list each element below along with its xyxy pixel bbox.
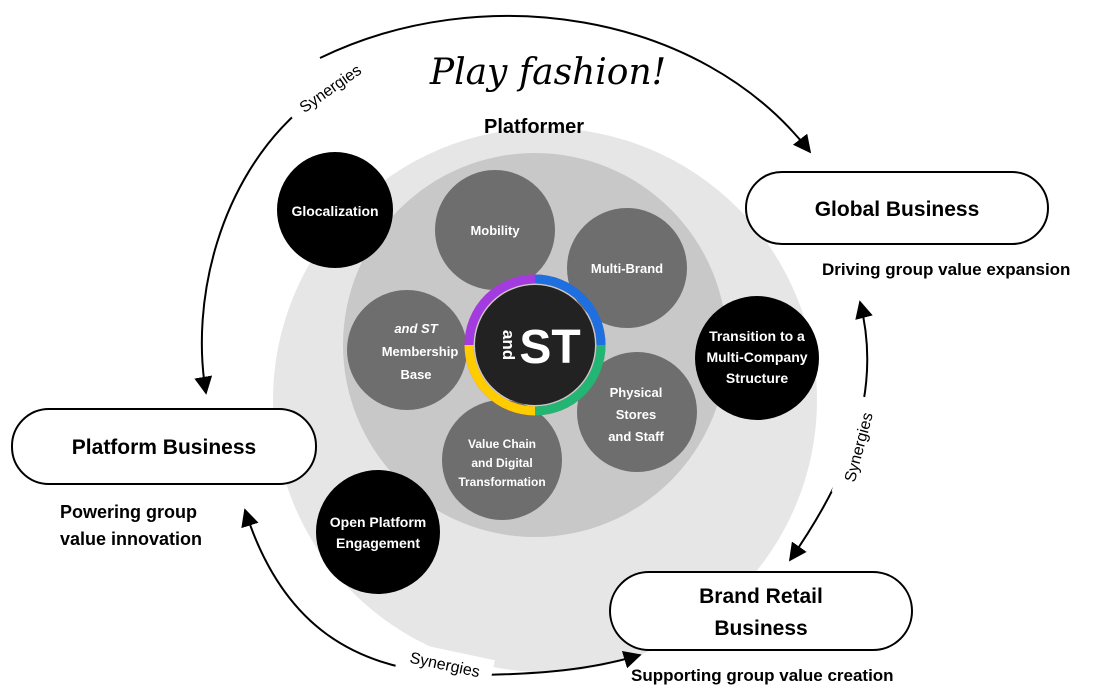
synergy-arrow-left [194,109,301,395]
platform-business-caption-line2: value innovation [60,529,202,549]
svg-text:Mobility: Mobility [470,223,520,238]
multi-brand-circle: Multi-Brand [567,208,687,328]
svg-text:Value Chain: Value Chain [468,437,536,451]
svg-text:Global Business: Global Business [815,198,980,221]
brand-retail-box: Brand Retail Business [609,571,913,651]
global-business-box: Global Business [745,171,1049,245]
transition-circle: Transition to a Multi-Company Structure [695,296,819,420]
synergy-arrow-bottom-right [477,651,642,676]
membership-circle: and ST Membership Base [347,290,467,410]
platformer-label: Platformer [484,116,584,138]
svg-text:Multi-Company: Multi-Company [706,349,807,365]
platform-business-box: Platform Business [11,408,317,485]
brand-retail-caption: Supporting group value creation [631,666,894,685]
open-platform-circle: Open Platform Engagement [316,470,440,594]
synergy-arrow-top [319,14,812,154]
synergies-label-right: Synergies [831,395,885,499]
physical-stores-circle: Physical Stores and Staff [577,352,697,472]
svg-text:Stores: Stores [616,407,656,422]
svg-text:Business: Business [714,617,807,640]
svg-text:and ST: and ST [394,321,438,336]
svg-text:Base: Base [400,367,431,382]
svg-text:Platform Business: Platform Business [72,436,256,459]
platform-business-caption-line1: Powering group [60,502,197,522]
synergies-label-top: Synergies [282,49,378,127]
svg-text:Structure: Structure [726,370,788,386]
logo-st-text: ST [519,321,580,374]
and-st-logo: and ST [464,274,606,416]
value-chain-circle: Value Chain and Digital Transformation [442,400,562,520]
svg-text:Multi-Brand: Multi-Brand [591,261,663,276]
logo-and-text: and [499,330,518,360]
svg-text:Physical: Physical [610,385,663,400]
svg-text:Glocalization: Glocalization [291,203,378,219]
svg-text:Brand Retail: Brand Retail [699,585,823,608]
svg-text:Transformation: Transformation [458,475,545,489]
svg-text:Engagement: Engagement [336,535,420,551]
mobility-circle: Mobility [435,170,555,290]
svg-text:and Staff: and Staff [608,429,664,444]
svg-text:Transition to a: Transition to a [709,328,805,344]
svg-text:Open Platform: Open Platform [330,514,426,530]
tagline: Play fashion! [429,52,666,93]
glocalization-circle: Glocalization [277,152,393,268]
svg-text:and Digital: and Digital [471,456,532,470]
svg-text:Membership: Membership [382,344,459,359]
global-business-caption: Driving group value expansion [822,260,1070,279]
